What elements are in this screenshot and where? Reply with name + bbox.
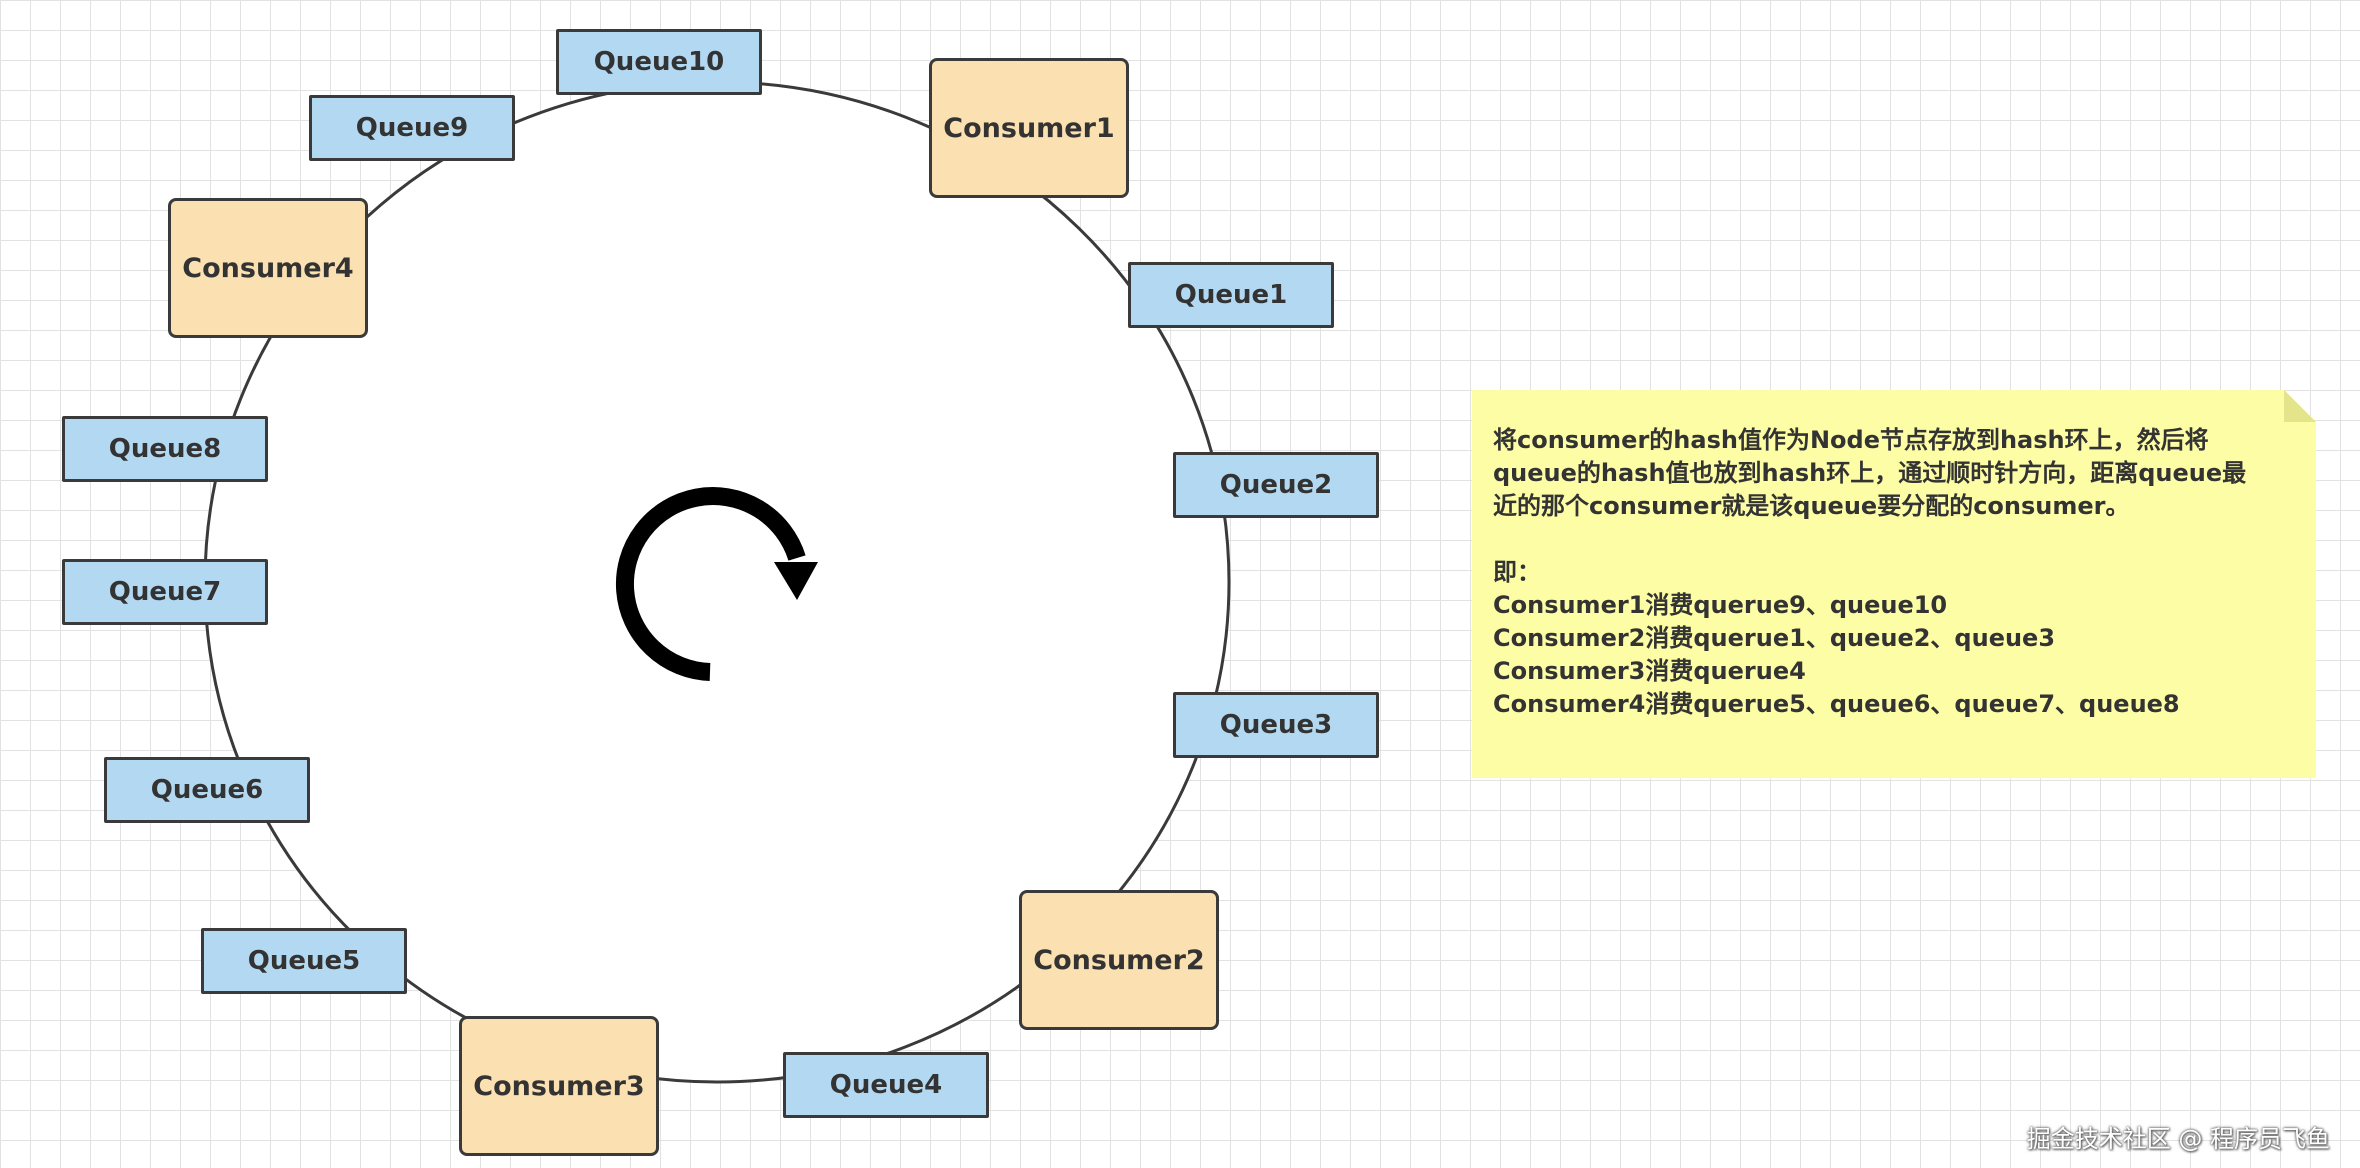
clockwise-arrow-icon — [616, 487, 818, 681]
consumer3-node: Consumer3 — [459, 1016, 659, 1156]
queue3-node: Queue3 — [1173, 692, 1379, 758]
note-line: 近的那个consumer就是该queue要分配的consumer。 — [1493, 492, 2130, 520]
queue6-node: Queue6 — [104, 757, 310, 823]
note-line: Consumer3消费querue4 — [1493, 657, 1806, 685]
queue7-node: Queue7 — [62, 559, 268, 625]
queue2-node: Queue2 — [1173, 452, 1379, 518]
note-blank-line — [1493, 523, 2296, 556]
queue4-node: Queue4 — [783, 1052, 989, 1118]
queue9-node: Queue9 — [309, 95, 515, 161]
note-line: Consumer4消费querue5、queue6、queue7、queue8 — [1493, 690, 2180, 718]
queue5-node: Queue5 — [201, 928, 407, 994]
note-line: 将consumer的hash值作为Node节点存放到hash环上，然后将 — [1493, 426, 2209, 454]
watermark: 掘金技术社区 @ 程序员飞鱼 — [2026, 1125, 2330, 1153]
explanation-note: 将consumer的hash值作为Node节点存放到hash环上，然后将 que… — [1472, 390, 2316, 778]
note-line: queue的hash值也放到hash环上，通过顺时针方向，距离queue最 — [1493, 459, 2247, 487]
queue10-node: Queue10 — [556, 29, 762, 95]
consumer2-node: Consumer2 — [1019, 890, 1219, 1030]
note-line: Consumer1消费querue9、queue10 — [1493, 591, 1948, 619]
queue8-node: Queue8 — [62, 416, 268, 482]
queue1-node: Queue1 — [1128, 262, 1334, 328]
note-line: 即： — [1493, 558, 1541, 586]
consumer4-node: Consumer4 — [168, 198, 368, 338]
note-line: Consumer2消费querue1、queue2、queue3 — [1493, 624, 2056, 652]
consumer1-node: Consumer1 — [929, 58, 1129, 198]
